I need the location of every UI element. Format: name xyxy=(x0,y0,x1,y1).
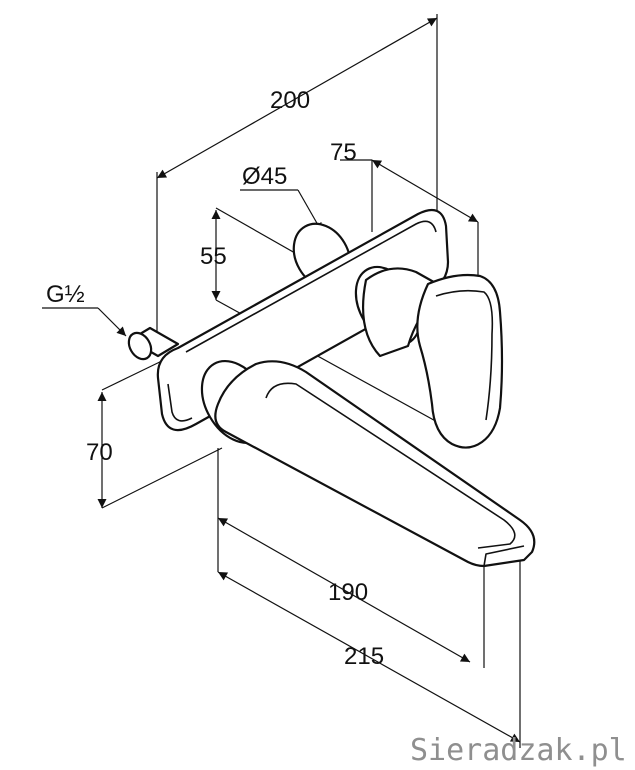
dim-215-line xyxy=(217,571,521,743)
label-diameter-45: Ø45 xyxy=(242,163,287,190)
dim-g12-leader xyxy=(97,307,127,337)
thread-end xyxy=(127,331,153,361)
cover-plate-edge xyxy=(167,383,193,422)
dim-200-line xyxy=(156,17,438,179)
label-215: 215 xyxy=(344,643,384,670)
dim-70-ext-bottom xyxy=(101,447,223,509)
label-190: 190 xyxy=(328,579,368,606)
faucet-body xyxy=(127,208,536,568)
lever-handle xyxy=(416,273,504,449)
cover-plate-bevel xyxy=(185,220,437,353)
spout-outlet xyxy=(483,545,525,567)
label-thread-g12: G½ xyxy=(46,281,85,308)
dimension-labels: 200 75 Ø45 55 G½ 70 190 215 xyxy=(46,87,384,670)
label-200: 200 xyxy=(270,87,310,114)
label-55: 55 xyxy=(200,243,227,270)
label-70: 70 xyxy=(86,439,113,466)
spout-top-surface xyxy=(265,382,516,549)
dim-75-line xyxy=(371,159,479,223)
dim-70-ext-top xyxy=(101,357,169,391)
lever-handle-highlight xyxy=(435,289,494,421)
watermark: Sieradzak.pl xyxy=(410,733,627,768)
label-75: 75 xyxy=(330,139,357,166)
spout xyxy=(214,360,536,568)
